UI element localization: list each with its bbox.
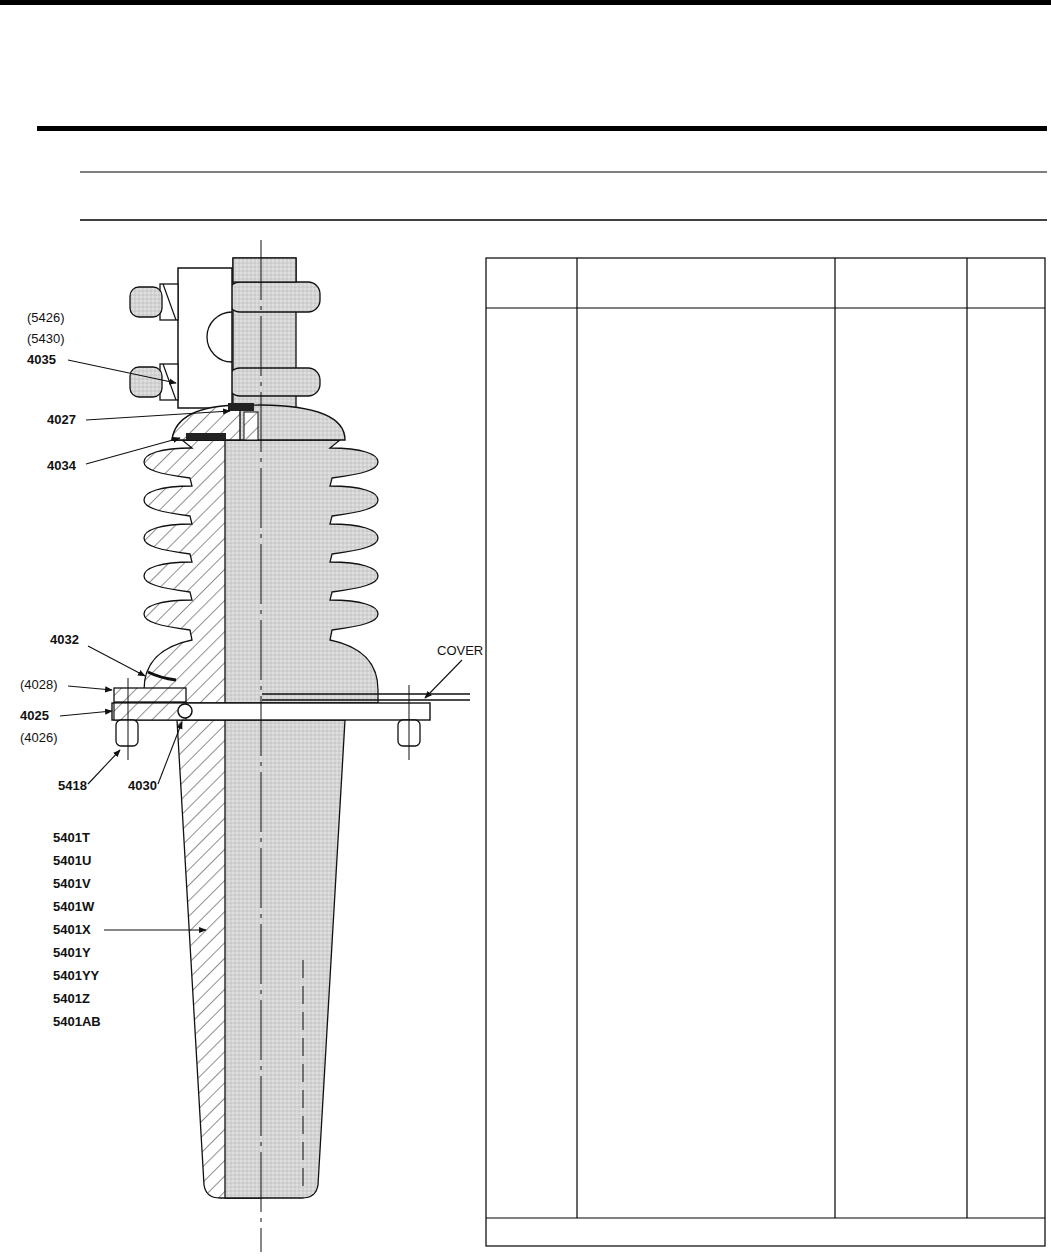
porcelain-exterior (225, 440, 378, 703)
callout-number: 5401AB (53, 1014, 101, 1029)
mounting-flange (112, 703, 430, 720)
header-rule (37, 126, 1047, 131)
centre-line (261, 240, 262, 1252)
callout-number: 4035 (27, 352, 56, 367)
leader-lines (60, 360, 462, 930)
terminal-lug (228, 368, 320, 396)
gasket (228, 403, 254, 411)
callout-number: 4032 (50, 632, 79, 647)
clamp-ring (114, 688, 186, 702)
spacer (244, 412, 258, 440)
callout-number: 4030 (128, 778, 157, 793)
thin-rule (80, 172, 1047, 173)
callout-number: 4034 (47, 458, 76, 473)
terminal-clamp (178, 268, 232, 408)
callout-number: 5401T (53, 830, 90, 845)
bushing-body (112, 240, 470, 1252)
callout-number: 5401Z (53, 991, 90, 1006)
callout-number: 5401X (53, 922, 91, 937)
clamp-groove (207, 312, 232, 362)
callout-number: 4027 (47, 412, 76, 427)
parts-table (486, 258, 1045, 1246)
callout-number: 5401YY (53, 968, 99, 983)
callout-number: (4028) (20, 677, 58, 692)
hex-nut (116, 720, 138, 746)
callout-number: 5401V (53, 876, 91, 891)
gasket (148, 672, 176, 680)
gasket (186, 433, 226, 440)
flange-section (114, 703, 186, 720)
top-rule (0, 0, 1051, 5)
callout-number: (4026) (20, 730, 58, 745)
callout-number: 4025 (20, 708, 49, 723)
callout-number: (5426) (27, 310, 65, 325)
callout-number: 5401W (53, 899, 94, 914)
thin-rule (80, 219, 1047, 221)
callout-number: 5401U (53, 853, 91, 868)
bolt-head (130, 367, 162, 397)
porcelain-exterior (225, 720, 345, 1198)
bushing-cap (172, 405, 345, 440)
part-label: COVER (437, 643, 483, 658)
stud-axis (409, 685, 410, 760)
callout-number: (5430) (27, 331, 65, 346)
callout-number: 5401Y (53, 945, 91, 960)
bolt-head (130, 287, 162, 317)
terminal-lug (228, 282, 320, 312)
callout-number: 5418 (58, 778, 87, 793)
inner-conductor (303, 960, 304, 1190)
terminal-cap (233, 258, 296, 282)
stud-axis (128, 678, 129, 760)
o-ring (178, 704, 192, 718)
tank-cover (262, 694, 470, 700)
